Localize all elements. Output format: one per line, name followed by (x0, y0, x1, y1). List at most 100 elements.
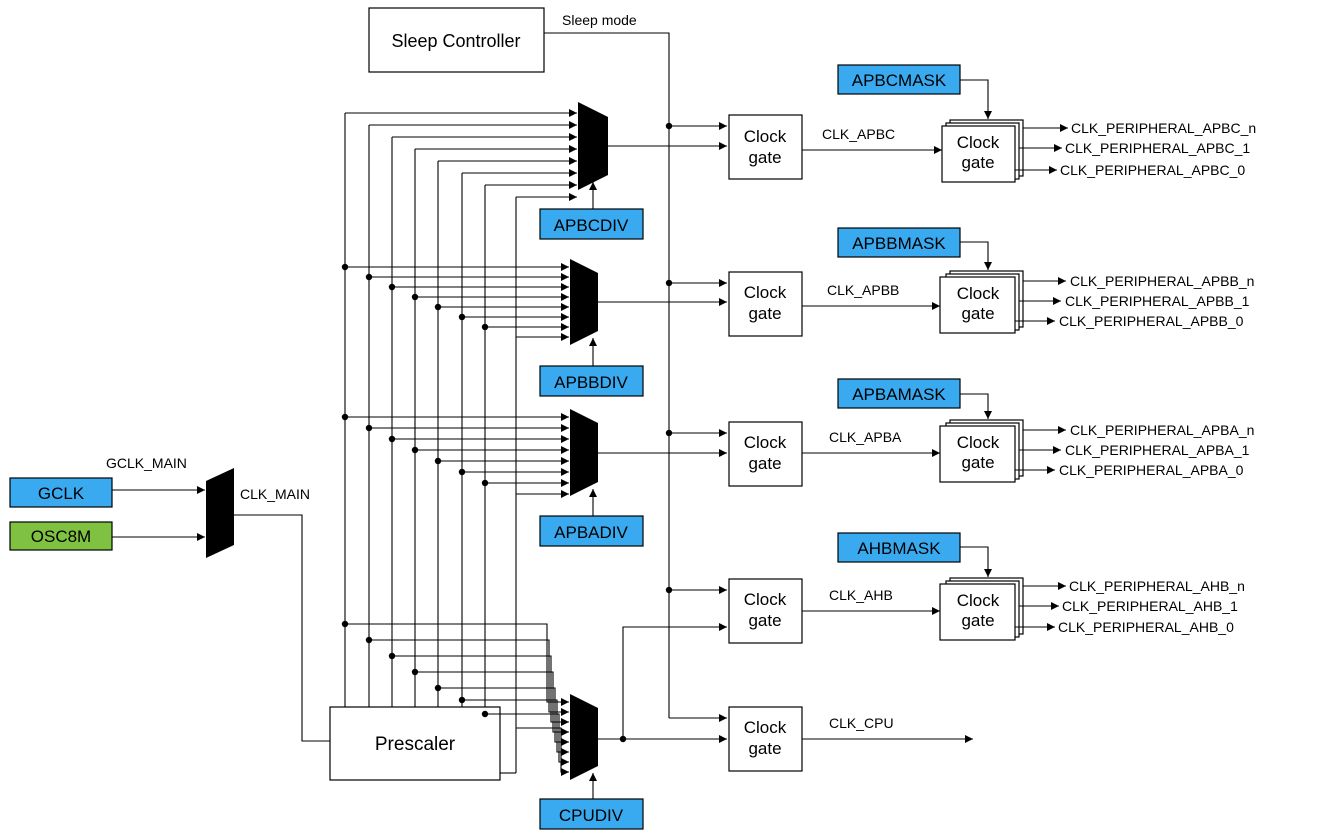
apbcmask-wire (960, 79, 992, 119)
cpudiv-box (539, 798, 644, 830)
gclk-box (9, 477, 113, 508)
sleep-mode-label: Sleep mode (562, 12, 637, 28)
cpu-divider-mux (570, 694, 598, 780)
clk-cpu-label: CLK_CPU (829, 715, 894, 731)
clock-gate-line2: gate (748, 148, 781, 167)
clk-ahb-label: CLK_AHB (829, 587, 893, 603)
main-clock-mux (206, 468, 234, 558)
clock-gate-apbb: Clock gate (728, 271, 803, 337)
apbb-tap-junction (458, 313, 466, 321)
sleep-controller-block: Sleep Controller (368, 7, 545, 73)
clk-apba-label: CLK_APBA (829, 429, 902, 445)
peripheral-gate-line1: Clock (957, 133, 1000, 152)
clock-gate-line2: gate (748, 739, 781, 758)
apbamask-label: APBAMASK (852, 385, 946, 404)
clock-gate-line2: gate (748, 304, 781, 323)
prescaler-block: Prescaler (329, 706, 501, 781)
apba-peripheral-gates: APBAMASK Clock gate CLK_PERIPHERAL_APBA_… (837, 378, 1254, 483)
peripheral-gate-line1: Clock (957, 433, 1000, 452)
apbc-divider-mux (578, 102, 608, 190)
clock-gate-line2: gate (748, 611, 781, 630)
clock-gate-line1: Clock (744, 590, 787, 609)
peripheral-label-1: CLK_PERIPHERAL_APBC_1 (1065, 140, 1250, 156)
cpu-tap-wire (392, 655, 569, 726)
osc8m-label: OSC8M (31, 527, 91, 546)
clock-gate-line1: Clock (744, 718, 787, 737)
clock-gate-line1: Clock (744, 283, 787, 302)
apbadiv-box (539, 515, 644, 547)
ahb-clock-feed (622, 623, 727, 739)
apbbmask-wire (960, 241, 992, 270)
apbcdiv-label: APBCDIV (554, 216, 629, 235)
apba-tap-junction (341, 413, 349, 421)
apbadiv-register: APBADIV (539, 489, 644, 547)
peripheral-label-n: CLK_PERIPHERAL_APBC_n (1071, 120, 1256, 136)
cpu-tap-wire (516, 727, 569, 776)
peripheral-gate-box (939, 425, 1016, 483)
peripheral-gate-box (941, 125, 1016, 183)
clk-apbc-label: CLK_APBC (822, 126, 895, 142)
peripheral-gate-line2: gate (961, 611, 994, 630)
peripheral-label-0: CLK_PERIPHERAL_APBB_0 (1059, 313, 1244, 329)
peripheral-gate-box (939, 583, 1016, 641)
peripheral-label-0: CLK_PERIPHERAL_APBA_0 (1059, 462, 1244, 478)
clock-gate-line1: Clock (744, 433, 787, 452)
peripheral-gate-line1: Clock (957, 284, 1000, 303)
apbb-tap-junction (341, 263, 349, 271)
apbamask-box (837, 378, 961, 409)
gclk-main-label: GCLK_MAIN (106, 455, 187, 471)
apbb-tap-junction (365, 273, 373, 281)
sleep-mode-wire (544, 32, 670, 718)
clk-main-label: CLK_MAIN (240, 486, 310, 502)
clock-gate-line2: gate (748, 454, 781, 473)
cpudiv-label: CPUDIV (559, 806, 624, 825)
apba-tap-junction (365, 424, 373, 432)
apbamask-wire (960, 393, 992, 419)
apbb-tap-junction (411, 293, 419, 301)
cpu-tap-wire (462, 699, 569, 756)
prescaler-tap-buses (344, 113, 517, 774)
cpudiv-register: CPUDIV (539, 773, 644, 830)
apba-tap-junction (481, 479, 489, 487)
sleep-controller-box (368, 7, 545, 73)
sleep-mode-branches (665, 122, 727, 722)
apbbdiv-box (539, 365, 644, 397)
apba-divider-mux (570, 409, 598, 496)
cpu-tap-wire (345, 623, 569, 706)
clock-gate-box (728, 706, 803, 772)
apbbdiv-register: APBBDIV (539, 338, 644, 397)
ahbmask-wire (960, 546, 992, 577)
cpu-tap-junction (365, 636, 373, 644)
peripheral-label-n: CLK_PERIPHERAL_APBA_n (1070, 422, 1254, 438)
sleep-controller-label: Sleep Controller (391, 31, 520, 51)
osc8m-source: OSC8M (9, 521, 113, 551)
peripheral-label-n: CLK_PERIPHERAL_AHB_n (1069, 578, 1245, 594)
ahbmask-label: AHBMASK (857, 539, 941, 558)
apbb-divider-mux (570, 259, 598, 345)
peripheral-label-1: CLK_PERIPHERAL_AHB_1 (1062, 598, 1238, 614)
peripheral-gate-line2: gate (961, 304, 994, 323)
apbb-tap-junction (388, 283, 396, 291)
apbb-tap-junction (434, 303, 442, 311)
apbcdiv-box (539, 208, 644, 240)
prescaler-label: Prescaler (375, 734, 456, 755)
cpu-tap-junction (411, 668, 419, 676)
apbadiv-label: APBADIV (554, 523, 628, 542)
clk-apbb-label: CLK_APBB (827, 282, 899, 298)
prescaler-box (329, 706, 501, 781)
sleep-junction (665, 586, 673, 594)
clock-gate-line1: Clock (744, 127, 787, 146)
peripheral-label-0: CLK_PERIPHERAL_AHB_0 (1058, 619, 1234, 635)
apbb-tap-junction (481, 323, 489, 331)
cpu-tap-wire (485, 713, 569, 766)
sleep-junction (665, 429, 673, 437)
clock-gate-box (728, 578, 803, 644)
sleep-junction (665, 122, 673, 130)
osc8m-box (9, 521, 113, 551)
cpu-tap-junction (388, 652, 396, 660)
apbb-peripheral-gates: APBBMASK Clock gate CLK_PERIPHERAL_APBB_… (837, 227, 1254, 334)
clock-gate-apbc: Clock gate (728, 114, 803, 180)
peripheral-gate-line2: gate (961, 153, 994, 172)
peripheral-gate-line2: gate (961, 453, 994, 472)
